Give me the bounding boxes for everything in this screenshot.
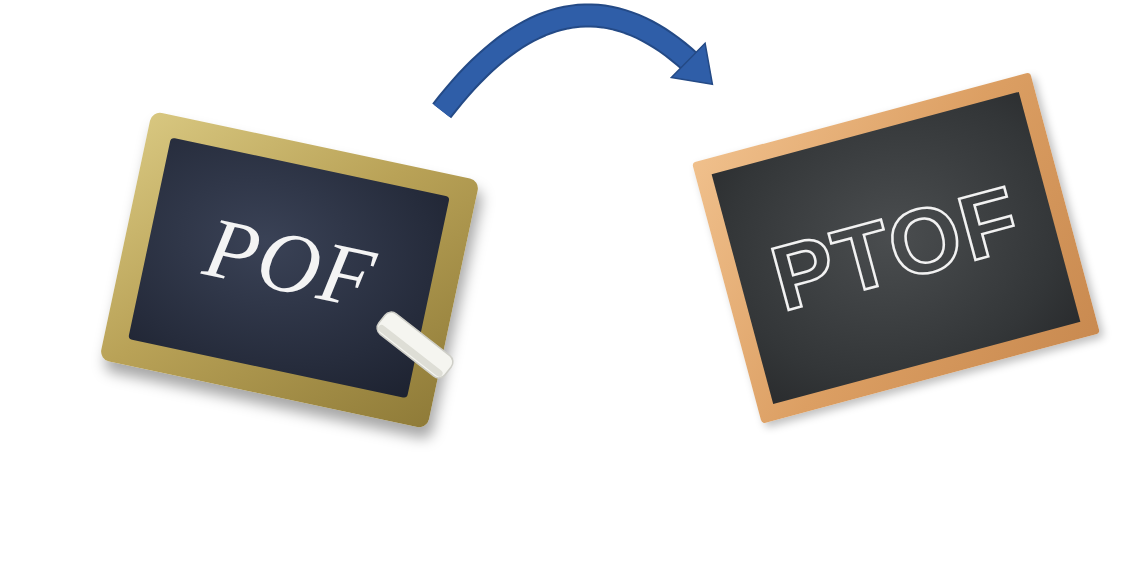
board-surface: PTOF <box>712 92 1081 404</box>
chalkboard-slate: PTOF <box>692 72 1100 423</box>
chalkboard-slate: POF <box>99 111 479 429</box>
slate-text: POF <box>196 196 383 329</box>
curved-arrow <box>442 15 713 110</box>
board-surface: POF <box>128 137 450 398</box>
arrow-outline <box>442 15 691 110</box>
slate-text: PTOF <box>761 165 1031 332</box>
chalk-body <box>374 309 456 381</box>
chalk-shade <box>377 324 444 379</box>
arrow-head <box>671 43 712 84</box>
arrow-shaft <box>442 15 691 110</box>
chalk-piece <box>374 309 456 381</box>
